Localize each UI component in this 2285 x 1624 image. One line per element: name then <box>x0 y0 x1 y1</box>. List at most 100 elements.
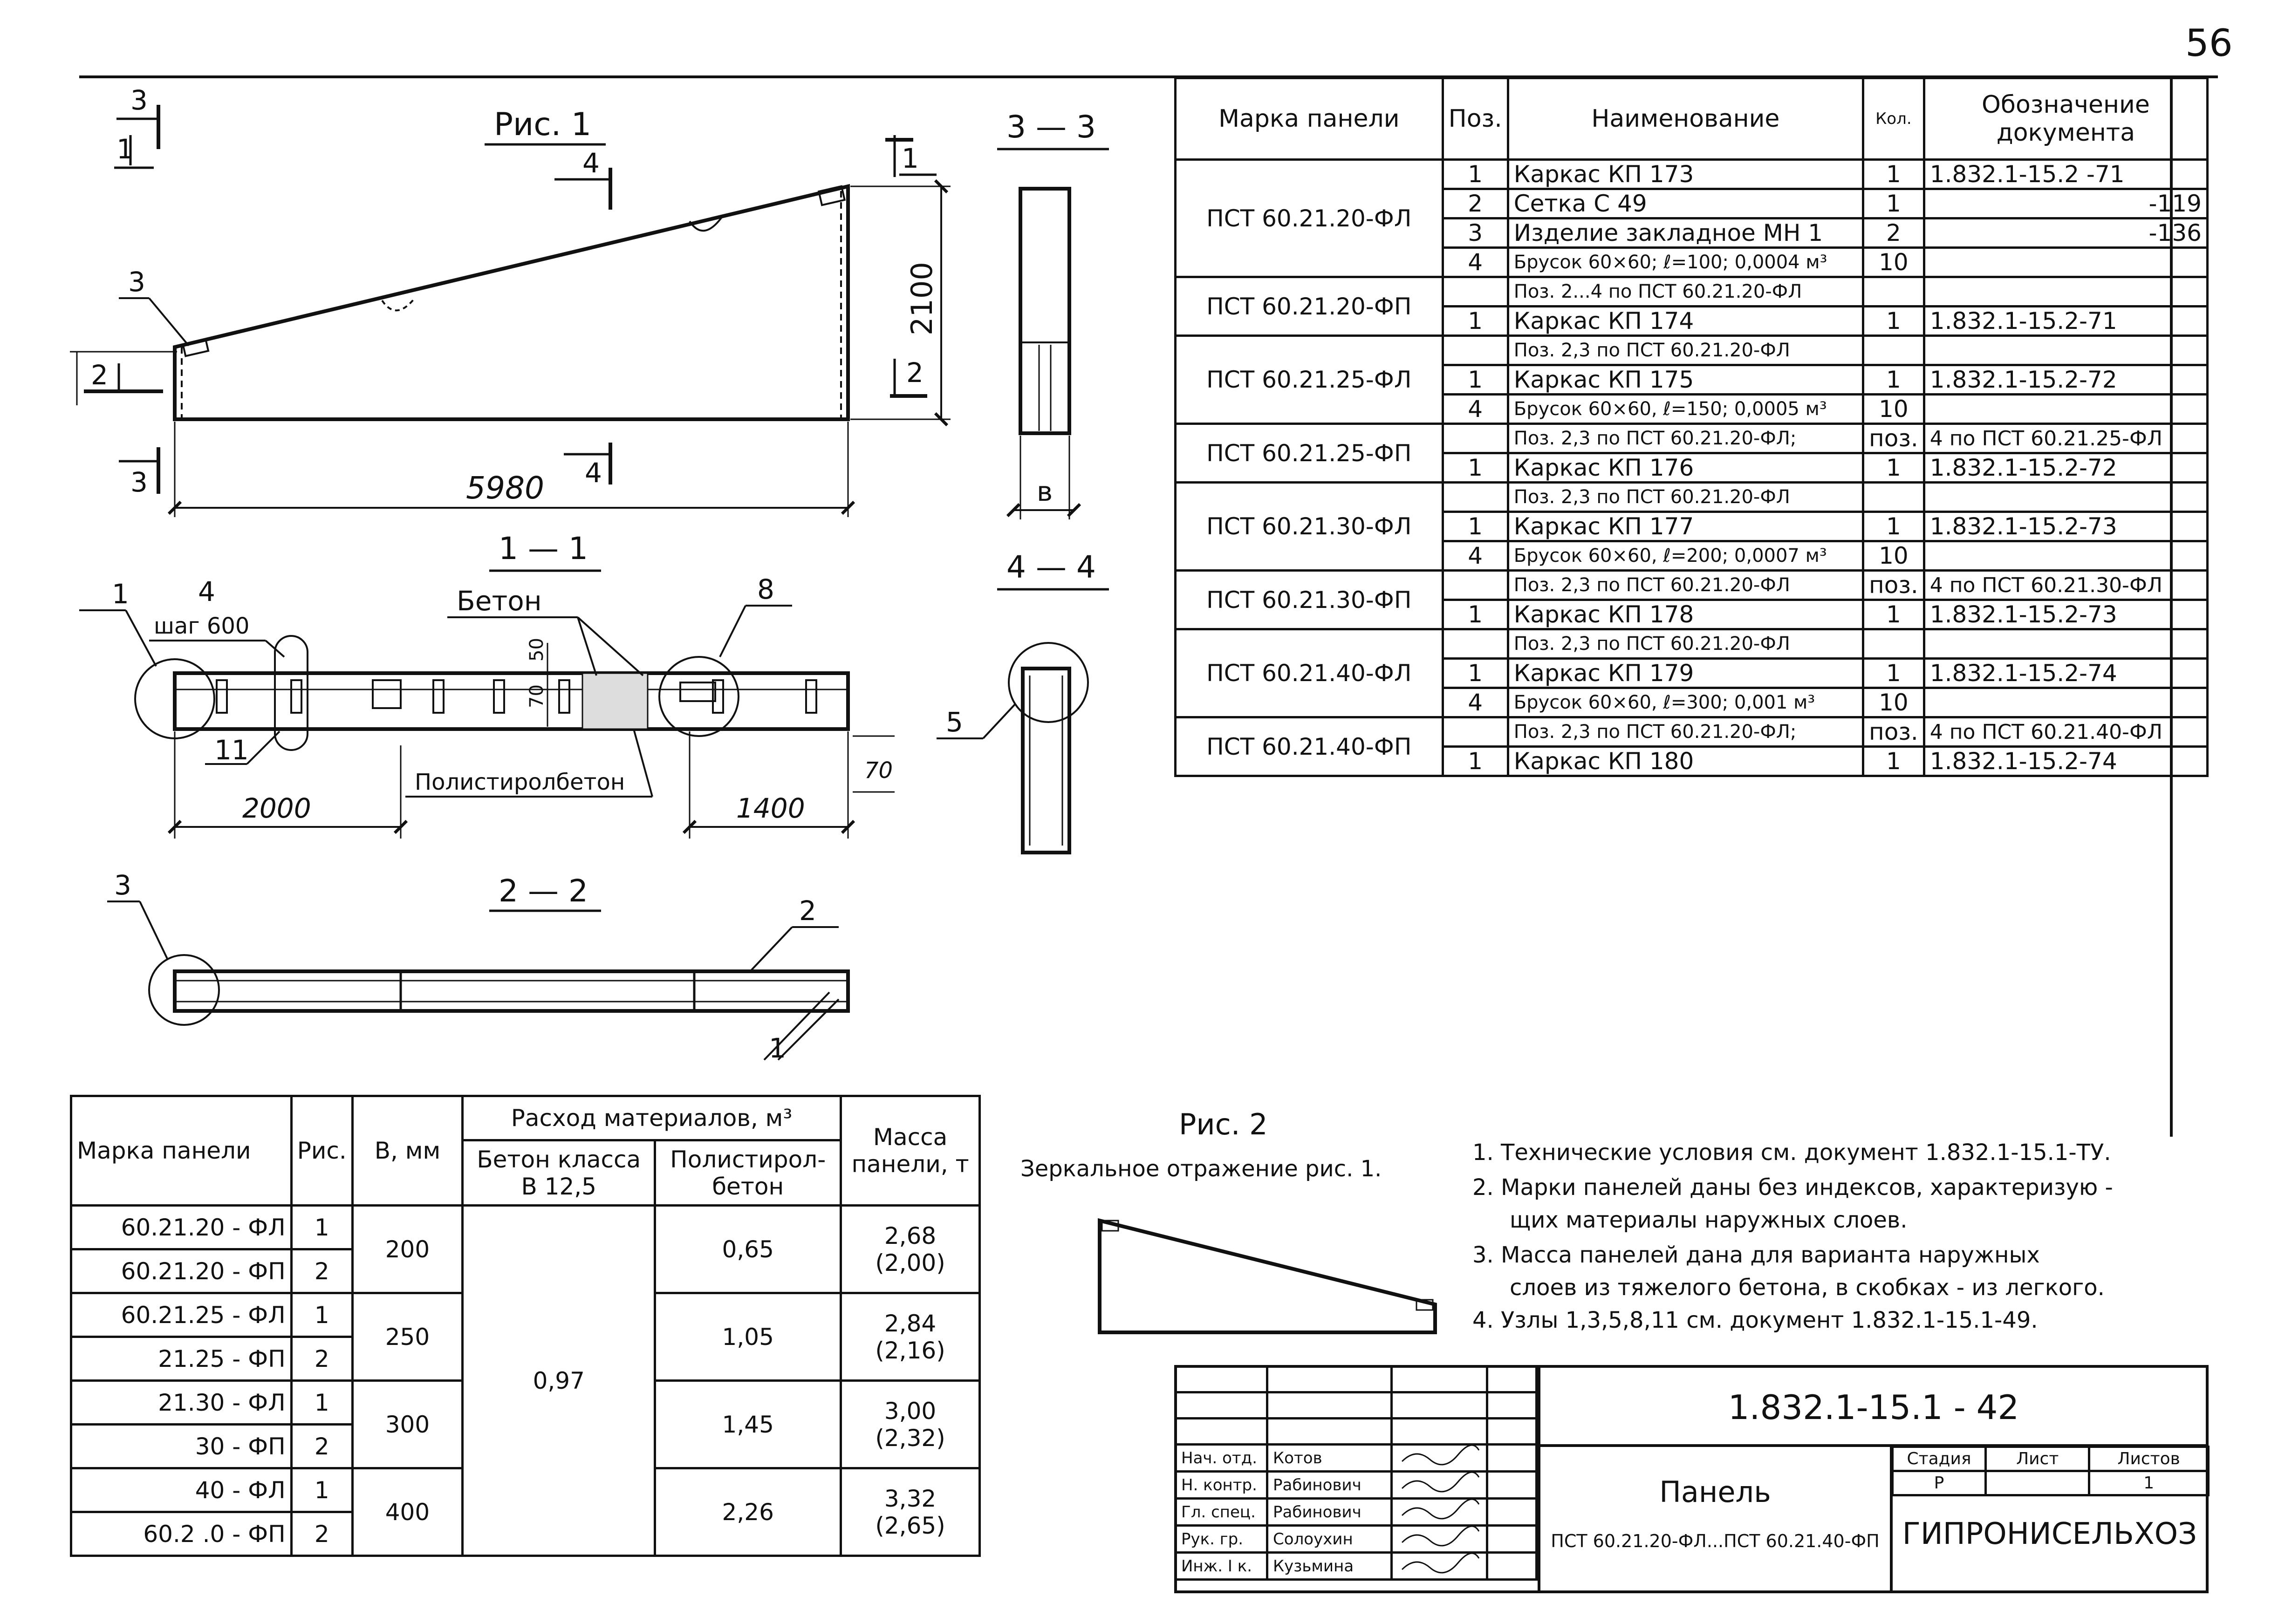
svg-text:1: 1 <box>902 143 919 174</box>
mat-fig: 2 <box>290 1336 354 1382</box>
fig2: Рис. 2 Зеркальное отражение рис. 1. <box>1020 1107 1437 1334</box>
spec-cell-qty: 1 <box>1862 158 1925 190</box>
mat-mass: 2,84 (2,16) <box>840 1292 981 1382</box>
section-mark-3-top: 3 1 <box>114 84 160 169</box>
svg-text:3: 3 <box>130 84 148 116</box>
spec-cell-pos: 4 <box>1441 246 1509 278</box>
spec-cell-qty: 1 <box>1862 599 1925 630</box>
section-3-3-title: 3 — 3 <box>1006 109 1096 145</box>
section-mark-2-right: 2 <box>890 357 927 398</box>
spec-cell-name: Брусок 60×60, ℓ=300; 0,001 м³ <box>1506 687 1865 718</box>
spec-cell-name: Каркас КП 175 <box>1506 364 1865 396</box>
sign-empty-cell <box>1390 1417 1489 1446</box>
spec-cell-qty: 1 <box>1862 188 1925 219</box>
mat-b: 400 <box>351 1467 464 1557</box>
sign-empty-cell <box>1486 1365 1538 1393</box>
spec-mark: ПСТ 60.21.30-ФЛ <box>1174 481 1444 572</box>
dim-length: 5980 <box>466 470 544 506</box>
dim-height: 2100 <box>905 262 939 335</box>
sign-empty-cell <box>1390 1391 1489 1419</box>
spec-mark: ПСТ 60.21.40-ФЛ <box>1174 628 1444 718</box>
svg-text:1400: 1400 <box>736 792 805 824</box>
mat-mark: 60.2 .0 - ФП <box>70 1511 293 1557</box>
spec-cell-name: Каркас КП 173 <box>1506 158 1865 190</box>
beton-label: Бетон <box>457 585 542 617</box>
sign-name: Солоухин <box>1266 1524 1393 1554</box>
stage-header: Стадия <box>1891 1446 1987 1472</box>
organization-name: ГИПРОНИСЕЛЬХОЗ <box>1902 1517 2197 1551</box>
spec-header-0: Марка панели <box>1174 77 1444 161</box>
svg-text:3: 3 <box>130 466 148 498</box>
spec-cell-name: Каркас КП 176 <box>1506 452 1865 484</box>
mat-mark: 21.30 - ФЛ <box>70 1379 293 1426</box>
svg-text:2: 2 <box>906 357 924 389</box>
step-label: шаг 600 <box>154 613 249 639</box>
mat-header-fig: Рис. <box>290 1095 354 1207</box>
spec-cell-doc: 4 по ПСТ 60.21.40-ФЛ <box>1922 716 2209 748</box>
spec-cell-qty: 1 <box>1862 745 1925 777</box>
svg-text:70: 70 <box>526 684 547 708</box>
sign-name: Рабинович <box>1266 1470 1393 1500</box>
mat-mark: 21.25 - ФП <box>70 1336 293 1382</box>
spec-cell-qty: 10 <box>1862 540 1925 572</box>
mat-b: 250 <box>351 1292 464 1382</box>
signature-scribble <box>1402 1552 1480 1574</box>
spec-cell-qty: 1 <box>1862 305 1925 337</box>
mat-mass: 3,32 (2,65) <box>840 1467 981 1557</box>
mat-header-consumption: Расход материалов, м³ <box>461 1095 842 1141</box>
doc-title: Панель <box>1659 1475 1771 1509</box>
spec-cell-qty: 1 <box>1862 657 1925 689</box>
spec-cell-pos: 1 <box>1441 657 1509 689</box>
svg-text:2000: 2000 <box>242 792 311 824</box>
signature-scribble <box>1402 1444 1480 1466</box>
sign-name: Котов <box>1266 1443 1393 1473</box>
spec-cell-doc: 1.832.1-15.2 -71 <box>1922 158 2209 190</box>
sign-name: Рабинович <box>1266 1497 1393 1527</box>
spec-cell-name: Брусок 60×60, ℓ=200; 0,0007 м³ <box>1506 540 1865 572</box>
sign-empty-cell <box>1266 1417 1393 1446</box>
spec-cell-doc <box>1922 276 2209 307</box>
svg-text:70: 70 <box>864 757 893 784</box>
mat-header-mark: Марка панели <box>70 1095 293 1207</box>
spec-cell-name: Поз. 2...4 по ПСТ 60.21.20-ФЛ <box>1506 276 1865 307</box>
detail-circle-3 <box>148 954 220 1026</box>
spec-cell-qty <box>1862 481 1925 513</box>
spec-cell-pos: 1 <box>1441 745 1509 777</box>
mat-header-concrete: Бетон класса В 12,5 <box>461 1139 657 1207</box>
spec-cell-doc: 1.832.1-15.2-73 <box>1922 599 2209 630</box>
sign-role: Нач. отд. <box>1174 1443 1269 1473</box>
svg-text:11: 11 <box>214 734 249 766</box>
spec-mark: ПСТ 60.21.30-ФП <box>1174 569 1444 630</box>
spec-cell-name: Каркас КП 178 <box>1506 599 1865 630</box>
mat-fig: 1 <box>290 1467 354 1513</box>
spec-cell-qty: 10 <box>1862 393 1925 425</box>
spec-cell-name: Поз. 2,3 по ПСТ 60.21.20-ФЛ <box>1506 334 1865 366</box>
leader-pos3-fig1: 3 <box>119 266 190 347</box>
mat-b: 300 <box>351 1379 464 1469</box>
mat-header-polystyrene: Полистирол-бетон <box>654 1139 842 1207</box>
signature-scribble <box>1402 1498 1480 1520</box>
svg-text:5: 5 <box>946 706 963 738</box>
mat-mark: 60.21.25 - ФЛ <box>70 1292 293 1338</box>
detail-circle-5 <box>1008 642 1089 723</box>
section-mark-4-top: 4 <box>554 147 612 210</box>
sign-name: Кузьмина <box>1266 1551 1393 1581</box>
spec-cell-pos: 3 <box>1441 217 1509 249</box>
spec-cell-doc: 1.832.1-15.2-71 <box>1922 305 2209 337</box>
mat-fig: 1 <box>290 1379 354 1426</box>
sheets-header: Листов <box>2088 1446 2210 1472</box>
spec-cell-pos: 1 <box>1441 158 1509 190</box>
spec-cell-name: Поз. 2,3 по ПСТ 60.21.20-ФЛ <box>1506 481 1865 513</box>
sign-empty-cell <box>1390 1365 1489 1393</box>
